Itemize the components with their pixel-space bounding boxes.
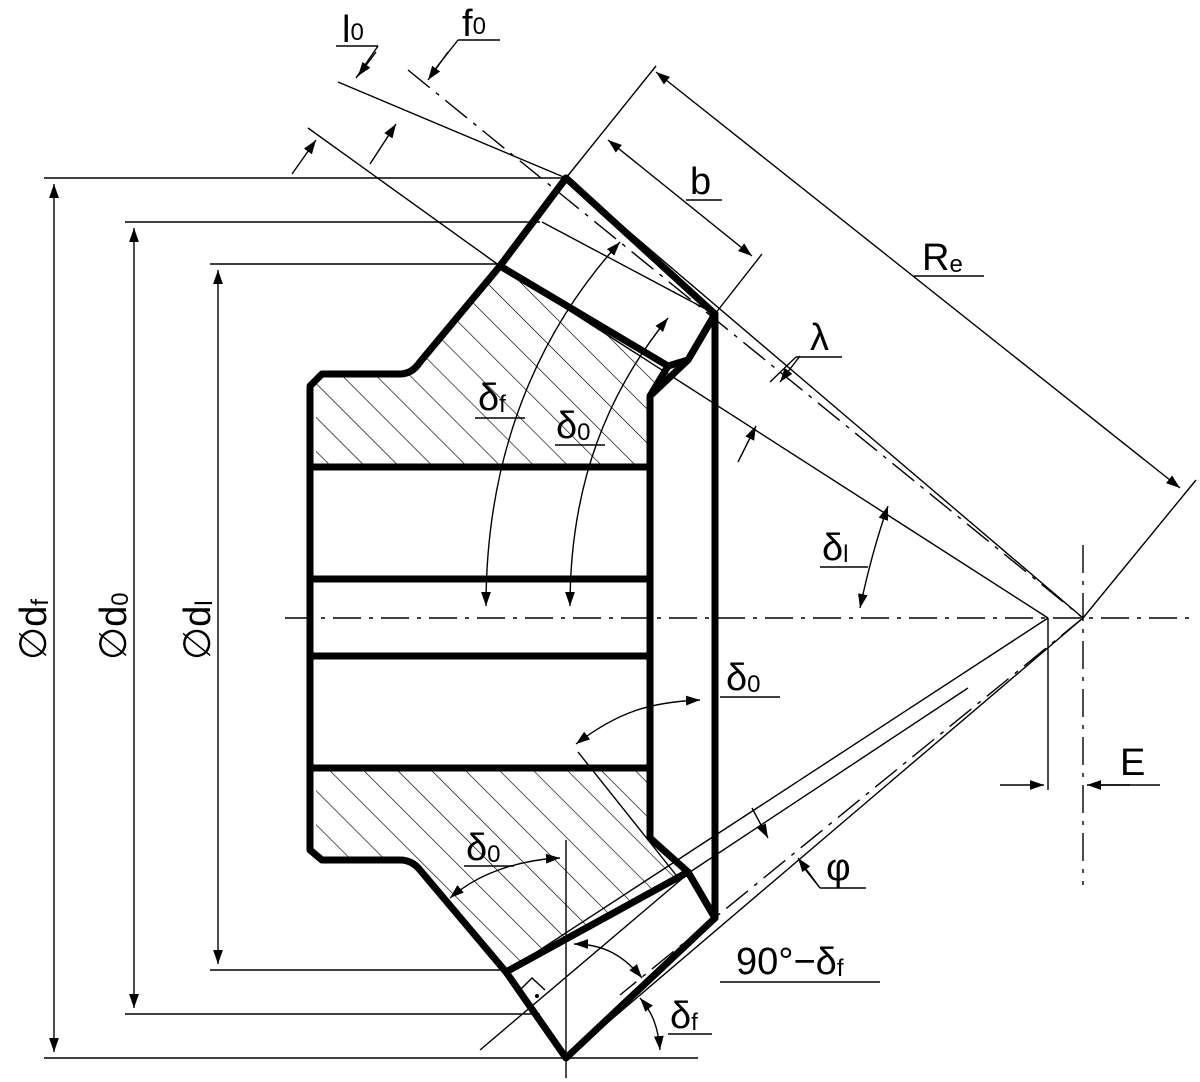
label-delta-f-upper: δf — [478, 377, 506, 419]
label-f0: f0 — [462, 3, 486, 45]
label-dia-dl: ∅dl — [177, 600, 219, 660]
label-delta-f-lower: δf — [670, 995, 698, 1037]
label-delta-l: δl — [822, 527, 849, 569]
dimension-lines — [49, 51, 1181, 1052]
construction-lines — [44, 39, 1197, 1078]
label-Re: Re — [922, 237, 963, 279]
angle-arcs — [449, 241, 889, 1051]
label-dia-df: ∅df — [13, 599, 55, 660]
label-ninety-minus-delta-f: 90°−δf — [736, 941, 844, 983]
label-phi: φ — [826, 847, 851, 889]
gear-outline — [306, 174, 719, 1062]
label-dia-d0: ∅d0 — [93, 592, 135, 660]
label-l0: l0 — [342, 9, 364, 51]
label-b: b — [690, 161, 711, 203]
label-delta-0-upper: δ0 — [556, 405, 591, 447]
label-lambda: λ — [810, 317, 829, 359]
labels: l0 f0 b Re λ δf δ0 δl δ0 E φ δ0 90°−δf δ… — [13, 3, 1145, 1037]
label-delta-0-lower: δ0 — [466, 827, 501, 869]
label-delta-0-right: δ0 — [726, 657, 761, 699]
label-E: E — [1120, 742, 1145, 784]
